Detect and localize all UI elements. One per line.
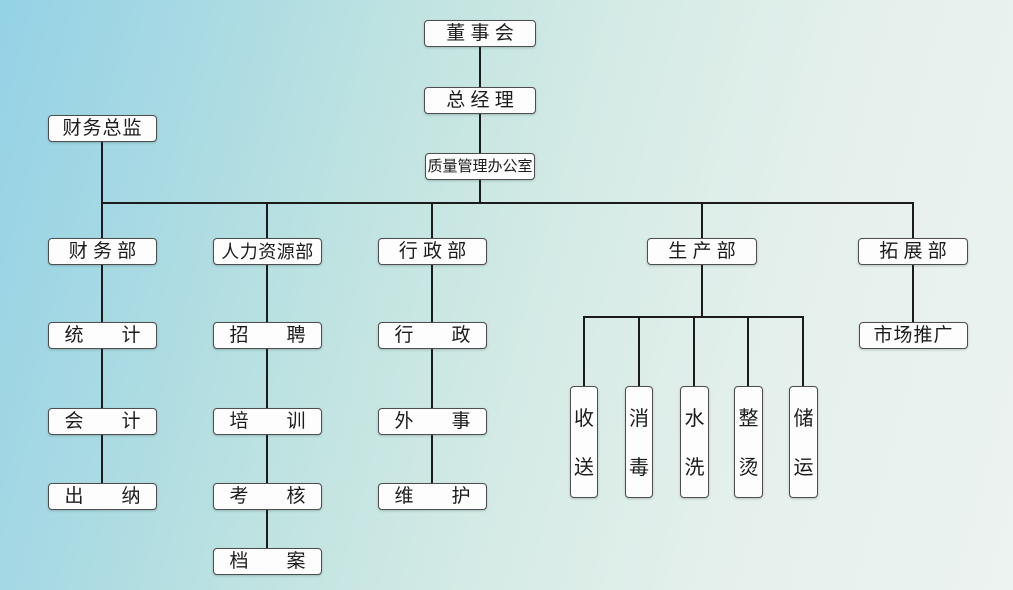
connector-bus-admin: [431, 202, 433, 238]
connector-assessment-archives: [266, 510, 268, 548]
node-storage-transport: 储 运: [789, 386, 818, 498]
node-production-dept: 生 产 部: [647, 238, 757, 265]
connector-quality-bus: [479, 180, 481, 204]
connector-cfo-finance: [101, 142, 103, 238]
node-receiving-delivery: 收 送: [570, 386, 598, 498]
connector-stem-storage: [802, 317, 804, 386]
node-recruitment: 招 聘: [213, 322, 322, 349]
node-disinfection: 消 毒: [625, 386, 653, 498]
node-expansion-dept: 拓 展 部: [858, 238, 968, 265]
node-foreign-affairs: 外 事: [378, 408, 487, 435]
node-admin-dept: 行 政 部: [378, 238, 487, 265]
node-general-manager: 总 经 理: [424, 87, 536, 114]
connector-bus-expansion: [912, 202, 914, 238]
connector-stem-receiving: [583, 317, 585, 386]
node-archives: 档 案: [213, 548, 322, 575]
connector-recruitment-training: [266, 349, 268, 408]
node-statistics: 统 计: [48, 322, 157, 349]
node-board: 董 事 会: [424, 20, 536, 47]
node-ironing: 整 烫: [734, 386, 763, 498]
node-assessment: 考 核: [213, 483, 322, 510]
connector-main-bus: [101, 202, 914, 204]
connector-stem-disinfection: [638, 317, 640, 386]
node-finance-dept: 财 务 部: [48, 238, 157, 265]
connector-bus-hr: [266, 202, 268, 238]
connector-accounting-cashier: [101, 435, 103, 483]
connector-finance-statistics: [101, 265, 103, 322]
node-cashier: 出 纳: [48, 483, 157, 510]
connector-stem-washing: [693, 317, 695, 386]
node-cfo: 财务总监: [48, 115, 157, 142]
connector-gm-quality: [479, 113, 481, 153]
connector-board-gm: [479, 47, 481, 87]
connector-administration-foreign: [431, 349, 433, 408]
connector-statistics-accounting: [101, 349, 103, 408]
node-marketing: 市场推广: [859, 322, 968, 349]
connector-foreign-maintenance: [431, 435, 433, 483]
connector-hr-recruitment: [266, 265, 268, 322]
connector-expansion-marketing: [912, 265, 914, 322]
node-maintenance: 维 护: [378, 483, 487, 510]
connector-training-assessment: [266, 435, 268, 483]
node-accounting: 会 计: [48, 408, 157, 435]
node-washing: 水 洗: [680, 386, 709, 498]
connector-stem-ironing: [747, 317, 749, 386]
node-administration: 行 政: [378, 322, 487, 349]
connector-production-subbus: [701, 265, 703, 317]
node-training: 培 训: [213, 408, 322, 435]
connector-bus-production: [701, 202, 703, 238]
node-hr-dept: 人力资源部: [213, 238, 322, 265]
node-quality-office: 质量管理办公室: [425, 153, 535, 180]
connector-admin-administration: [431, 265, 433, 322]
